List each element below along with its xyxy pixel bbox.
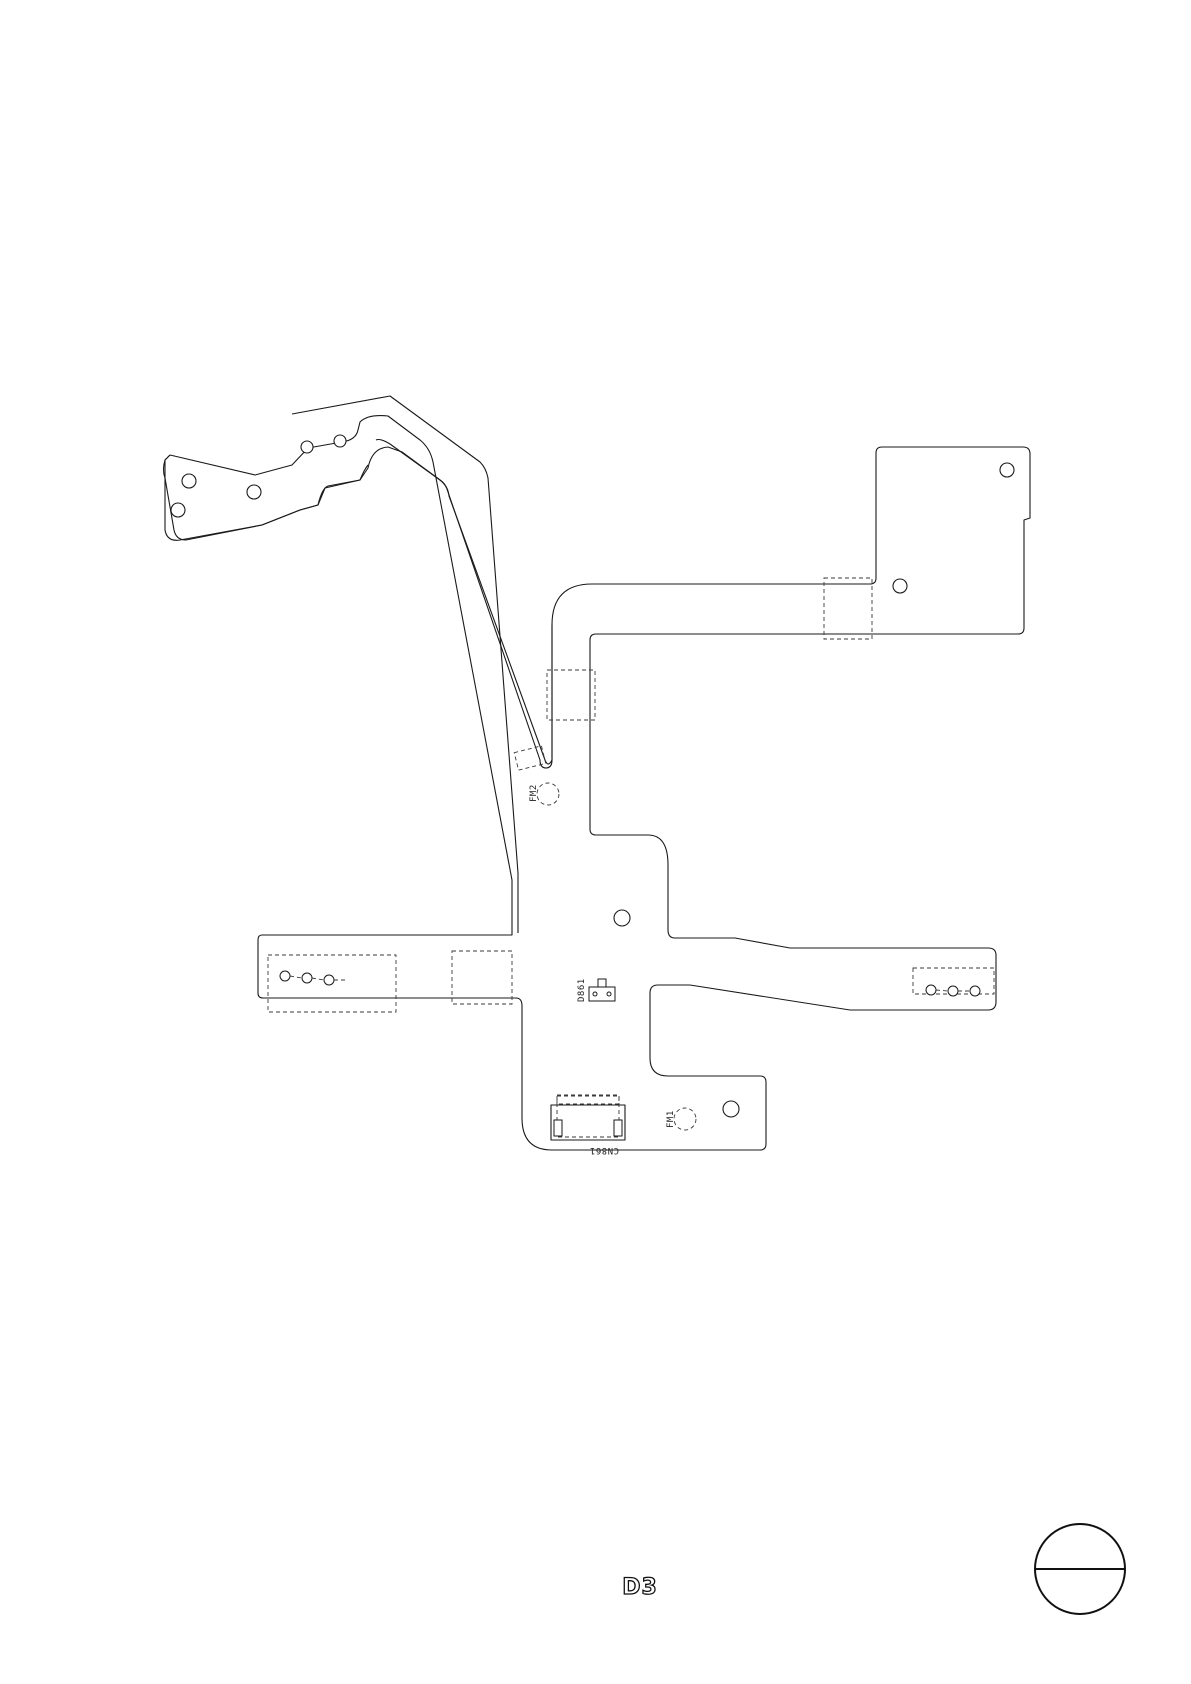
page-label: D3 (595, 1575, 685, 1600)
label-cn861: CN861 (589, 1145, 619, 1155)
stiffener-left-center (452, 951, 512, 1004)
stiffener-upper-vertical (547, 670, 595, 720)
fiducial-fm1 (674, 1108, 696, 1130)
led-d861 (589, 979, 615, 1001)
mounting-hole (893, 579, 907, 593)
label-fm2: FM2 (529, 784, 539, 802)
mounting-hole (182, 474, 196, 488)
pad-link-left (290, 976, 346, 980)
label-d861: D861 (577, 978, 587, 1002)
mounting-hole (1000, 463, 1014, 477)
solder-pad (280, 971, 290, 981)
mounting-hole (171, 503, 185, 517)
mounting-hole (334, 435, 346, 447)
mounting-hole (614, 910, 630, 926)
board-outline-upper-lobe (292, 396, 518, 933)
fiducial-fm2 (537, 783, 559, 805)
solder-pad (324, 975, 334, 985)
solder-pad (302, 973, 312, 983)
stiffener-upper-right (824, 578, 872, 639)
orientation-mark (1035, 1524, 1125, 1614)
mounting-hole (301, 441, 313, 453)
board-outline-top-strap (165, 447, 552, 764)
connector-cn861 (551, 1105, 625, 1140)
label-fm1: FM1 (666, 1110, 676, 1128)
solder-pad (926, 985, 936, 995)
solder-pad (948, 986, 958, 996)
mounting-hole (247, 485, 261, 499)
board-outline-left-arm (164, 416, 1031, 1150)
solder-pad (970, 986, 980, 996)
connector-pin-row (557, 1096, 619, 1104)
connector-outline (557, 1095, 619, 1137)
mounting-hole (723, 1101, 739, 1117)
